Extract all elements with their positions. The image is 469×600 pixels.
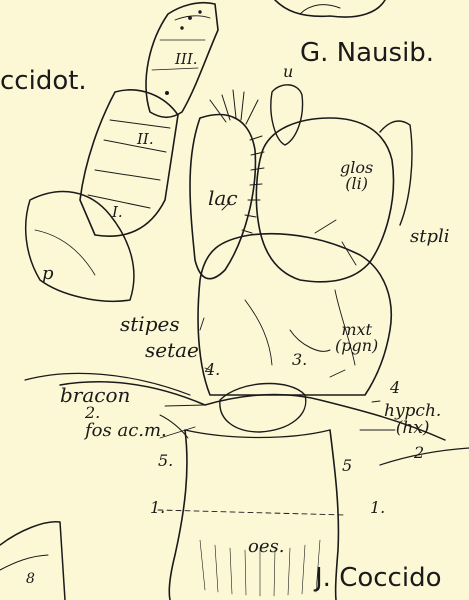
- label-glos-li: glos (li): [340, 160, 373, 192]
- hypopharynx-oval: [220, 384, 306, 432]
- label-stipes: stipes: [120, 314, 180, 334]
- label-4-right: 4: [390, 380, 400, 396]
- bottom-left-fragment: [0, 522, 65, 600]
- caption-bottom-right: J. Coccido: [315, 565, 441, 591]
- label-iii: III.: [175, 52, 198, 67]
- label-hypch-hx: hypch. (hx): [384, 403, 441, 437]
- label-5-right: 5: [342, 458, 352, 474]
- tip-lobe: [271, 85, 303, 145]
- label-1-right: 1.: [370, 500, 385, 516]
- label-oes: oes.: [248, 538, 284, 556]
- label-3: 3.: [292, 352, 307, 368]
- label-lac: lac: [208, 188, 238, 208]
- label-8: 8: [26, 572, 35, 586]
- label-u: u: [283, 64, 293, 80]
- stipes-outline: [198, 234, 391, 395]
- label-i-upper: I.: [112, 205, 123, 220]
- label-2-right: 2: [414, 445, 424, 461]
- label-ii: II.: [137, 132, 154, 147]
- label-fos-ac-m: fos ac.m.: [85, 422, 167, 440]
- top-fragment-outline: [275, 0, 385, 17]
- label-mxt-pgn: mxt (pgn): [335, 322, 378, 354]
- glossa-outline: [256, 118, 393, 282]
- label-2-left: 2.: [85, 405, 100, 421]
- caption-top-right: G. Nausib.: [300, 40, 434, 66]
- label-setae: setae: [145, 340, 199, 360]
- label-stpli: stpli: [410, 228, 450, 246]
- caption-top-left: ccidot.: [0, 68, 87, 94]
- label-p: p: [42, 265, 54, 283]
- label-1-left: 1.: [150, 500, 165, 516]
- palp-outline: [80, 90, 178, 236]
- label-4-left: 4.: [205, 362, 220, 378]
- label-5-left: 5.: [158, 453, 173, 469]
- label-bracon: bracon: [60, 385, 130, 405]
